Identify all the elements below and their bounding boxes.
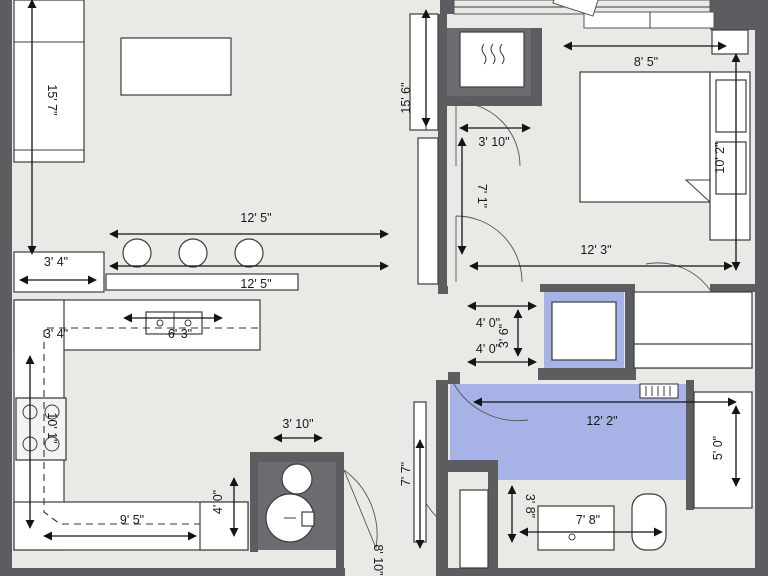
counter-outline: [43, 327, 258, 525]
dim-bed-width: 8' 5": [634, 55, 658, 69]
door-swings: [343, 101, 711, 549]
sofa: [13, 0, 85, 163]
dim-bath-depth: 5' 0": [711, 436, 725, 460]
dim-tub-side: 3' 8": [523, 494, 537, 518]
dim-counter-end-2: 3' 4": [44, 327, 68, 341]
bed: [579, 29, 751, 241]
dim-counter-depth: 4' 0": [211, 490, 225, 514]
dim-laundry-top: 4' 0": [476, 316, 500, 330]
dim-island-sink: 6' 3": [168, 327, 192, 341]
bar-stools: [122, 238, 264, 268]
dim-bedroom-width: 12' 3": [580, 243, 611, 257]
dimension-labels: 15' 7" 15' 6" 12' 5" 12' 5" 3' 4" 3' 4" …: [44, 55, 727, 576]
dim-kitchen-bar: 12' 5": [240, 277, 271, 291]
dim-kitchen-side: 10' 1": [45, 412, 59, 443]
washer-dryer: [258, 462, 336, 550]
dim-living-right: 15' 6": [399, 82, 413, 113]
dim-laundry-side: 3' 6": [497, 324, 511, 348]
dim-living-left: 15' 7": [45, 84, 59, 115]
heater: [447, 28, 531, 96]
dim-bedroom-closet: 7' 1": [475, 184, 489, 208]
dim-bedroom-door: 3' 10": [478, 135, 509, 149]
dimension-lines: [19, 0, 741, 549]
interior-walls: [250, 14, 756, 576]
dim-hall-height: 7' 7": [399, 462, 413, 486]
dim-kitchen-top: 12' 5": [240, 211, 271, 225]
dim-closet-width: 3' 10": [282, 417, 313, 431]
dim-bath-entry: 8' 10": [371, 544, 385, 575]
windows: [453, 0, 715, 29]
laundry-unit: [551, 301, 617, 361]
dim-counter-end: 3' 4": [44, 255, 68, 269]
dim-tub-length: 7' 8": [576, 513, 600, 527]
heat-wave-icon: [481, 43, 505, 65]
dim-bath-width: 12' 2": [586, 414, 617, 428]
stove: [15, 397, 67, 461]
dim-bed-length: 10' 2": [713, 142, 727, 173]
dim-laundry-bottom: 4' 0": [476, 342, 500, 356]
dim-kitchen-bottom: 9' 5": [120, 513, 144, 527]
coffee-table: [120, 37, 232, 96]
